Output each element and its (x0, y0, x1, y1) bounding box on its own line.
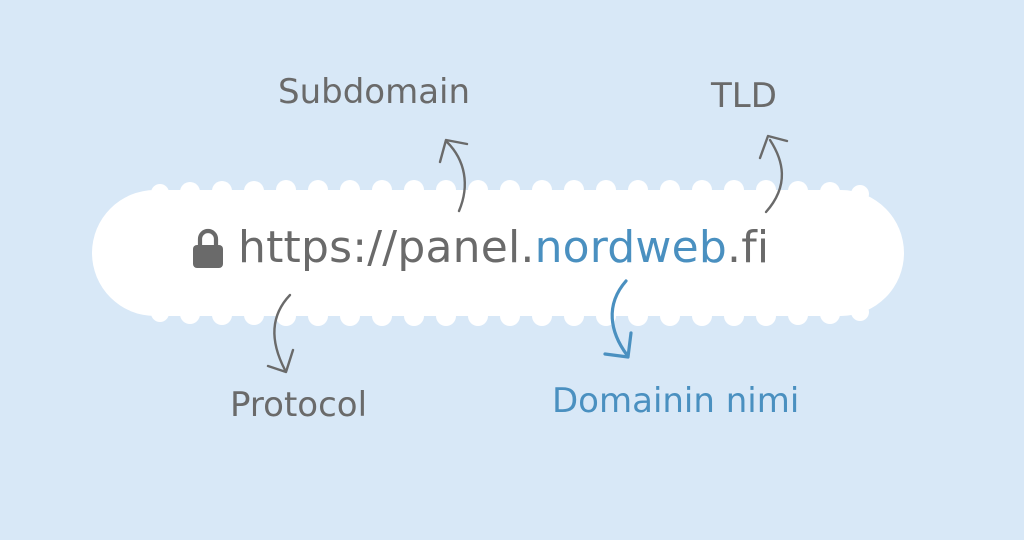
lock-icon (193, 228, 223, 268)
url-text: https://panel.nordweb.fi (238, 222, 769, 274)
protocol-arrow (266, 293, 295, 374)
url-tld: .fi (727, 222, 770, 273)
url-domain: nordweb (534, 222, 728, 273)
domain-name-label: Domainin nimi (552, 381, 800, 421)
tld-label: TLD (711, 76, 777, 116)
tld-arrow (758, 134, 789, 214)
url-protocol-subdomain: https://panel. (238, 222, 535, 273)
protocol-label: Protocol (230, 385, 368, 425)
address-bar (92, 190, 904, 316)
subdomain-arrow (438, 138, 469, 213)
domain-arrow (603, 279, 633, 359)
subdomain-label: Subdomain (278, 72, 471, 112)
